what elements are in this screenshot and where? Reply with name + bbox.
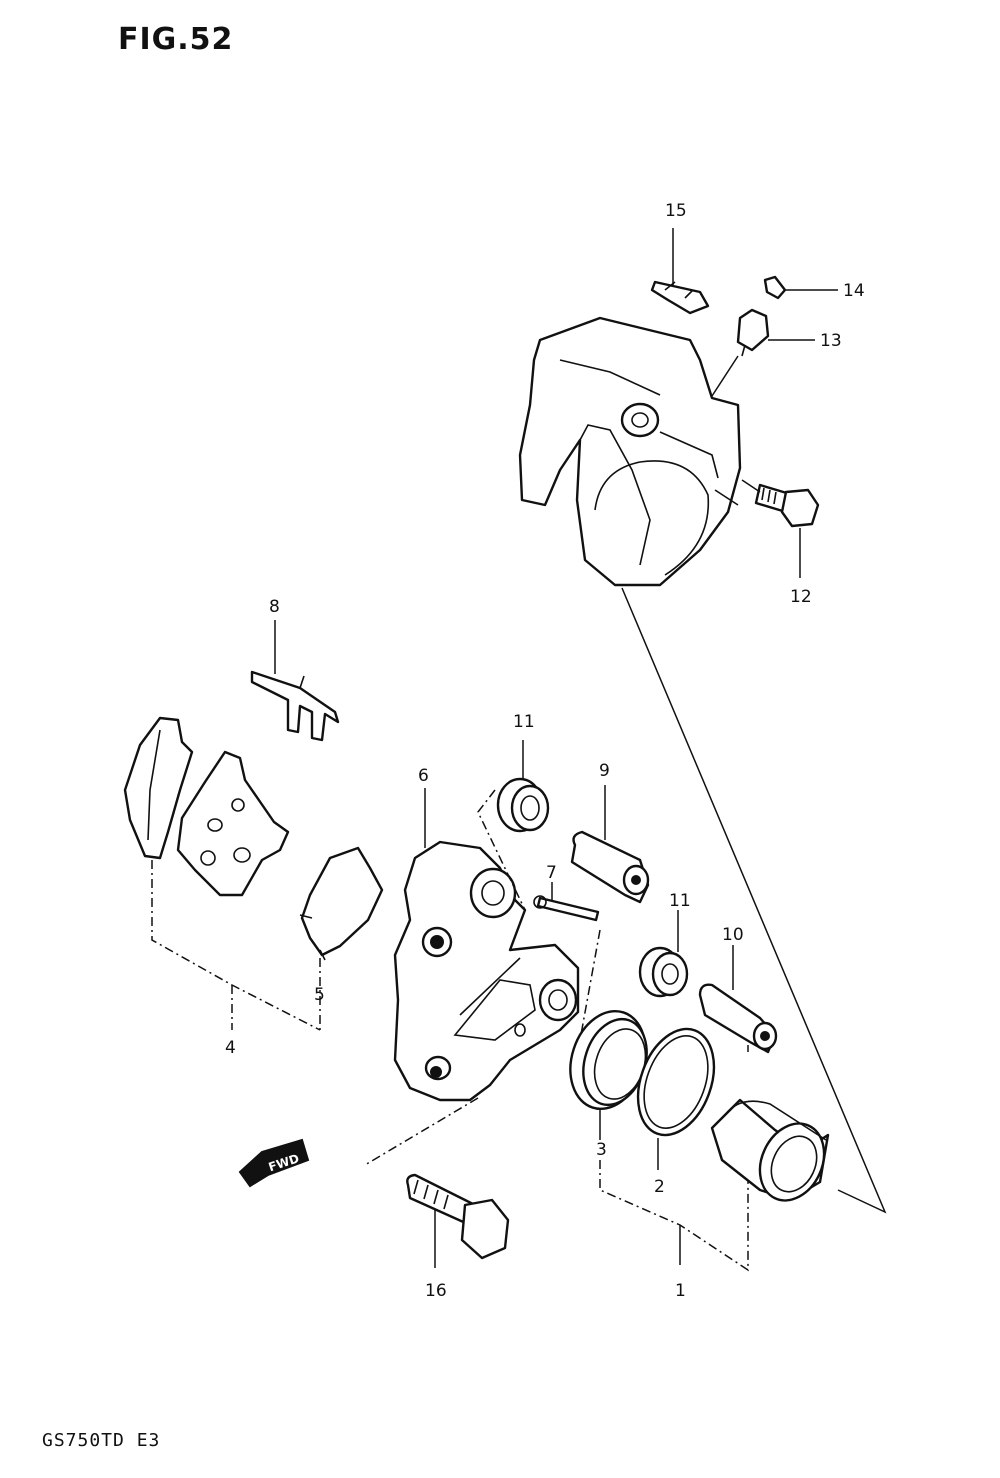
pad-shim-5	[299, 846, 384, 1030]
model-code: GS750TD E3	[42, 1430, 161, 1451]
figure-title: FIG.52	[118, 22, 234, 57]
pad-spring-15	[650, 228, 710, 315]
callout-6: 6	[418, 766, 429, 786]
pin-7	[533, 882, 601, 1041]
callout-16: 16	[425, 1281, 447, 1301]
callout-10: 10	[722, 925, 744, 945]
callout-11-lower: 11	[669, 891, 691, 911]
callout-7: 7	[546, 863, 557, 883]
callout-1: 1	[675, 1281, 686, 1301]
callout-15: 15	[665, 201, 687, 221]
slide-pin-9	[570, 785, 650, 904]
callout-9: 9	[599, 761, 610, 781]
bolt-12	[741, 479, 820, 578]
piston-1	[599, 1098, 830, 1272]
caliper-bracket-6	[364, 788, 580, 1166]
pad-spring-8	[250, 620, 340, 742]
bleeder-cap-14	[763, 275, 838, 300]
callout-2: 2	[654, 1177, 665, 1197]
callout-3: 3	[596, 1140, 607, 1160]
callout-12: 12	[790, 587, 812, 607]
callout-5: 5	[314, 985, 325, 1005]
assembly-line	[621, 587, 887, 1214]
bleeder-valve-13	[711, 308, 815, 397]
bolt-16	[406, 1173, 510, 1268]
piston-seal-2	[636, 1027, 716, 1170]
boot-11-lower	[638, 910, 689, 998]
callout-13: 13	[820, 331, 842, 351]
fwd-arrow-icon: FWD	[238, 1138, 310, 1188]
callout-14: 14	[843, 281, 865, 301]
callout-4: 4	[225, 1038, 236, 1058]
slide-pin-10	[698, 945, 778, 1054]
callout-11-upper: 11	[513, 712, 535, 732]
caliper-housing	[518, 316, 742, 587]
boot-11-upper	[477, 740, 550, 911]
brake-pad-set-4	[123, 716, 321, 1031]
callout-8: 8	[269, 597, 280, 617]
